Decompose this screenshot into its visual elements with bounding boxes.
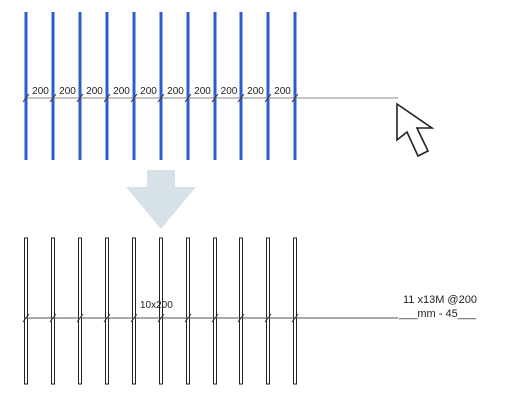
top-spacing-label-7: 200 [194, 86, 211, 97]
top-rebar-9 [239, 12, 243, 160]
bottom-rebar-11 [293, 237, 297, 385]
top-rebar-4 [105, 12, 109, 160]
top-rebar-8 [213, 12, 217, 160]
bottom-rebar-10 [266, 237, 270, 385]
top-dimension-labels: 200 200 200 200 200 200 200 200 200 200 [32, 86, 291, 97]
grouped-spacing-label: 10x200 [140, 300, 173, 311]
bottom-dimension-tick-11 [291, 313, 299, 323]
bottom-dimension-tick-9 [237, 313, 245, 323]
top-spacing-label-2: 200 [59, 86, 76, 97]
top-rebar-2 [51, 12, 55, 160]
bottom-rebar-3 [78, 237, 82, 385]
bottom-dimension-tick-2 [49, 313, 57, 323]
top-spacing-label-1: 200 [32, 86, 49, 97]
bottom-rebar-4 [105, 237, 109, 385]
bottom-dimension-tick-4 [103, 313, 111, 323]
top-dimension-tick-6 [157, 93, 165, 103]
top-dimension-tick-3 [76, 93, 84, 103]
top-spacing-label-4: 200 [113, 86, 130, 97]
bottom-dimension-tick-8 [211, 313, 219, 323]
top-spacing-label-9: 200 [247, 86, 264, 97]
bottom-rebar-7 [186, 237, 190, 385]
top-dimension-tick-11 [291, 93, 299, 103]
top-dimension-tick-8 [211, 93, 219, 103]
top-rebar-11 [293, 12, 297, 160]
bottom-dimension-tick-1 [22, 313, 30, 323]
top-rebar-3 [78, 12, 82, 160]
top-rebar-5 [132, 12, 136, 160]
top-rebar-7 [186, 12, 190, 160]
bottom-dimension-tick-10 [264, 313, 272, 323]
top-dimension-tick-4 [103, 93, 111, 103]
bottom-dimension-tick-7 [184, 313, 192, 323]
bottom-rebar-set [24, 237, 297, 385]
mouse-cursor-icon [396, 102, 435, 158]
top-spacing-label-8: 200 [221, 86, 238, 97]
down-arrow-icon [126, 170, 196, 229]
bottom-rebar-1 [24, 237, 28, 385]
top-rebar-6 [159, 12, 163, 160]
bottom-dimension-ticks [22, 313, 299, 323]
bottom-rebar-5 [132, 237, 136, 385]
top-dimension-ticks [22, 93, 299, 103]
top-rebar-set [24, 12, 297, 160]
top-spacing-label-10: 200 [274, 86, 291, 97]
bottom-rebar-6 [159, 237, 163, 385]
top-dimension-tick-5 [130, 93, 138, 103]
rebar-tag-line2: ___mm - 45___ [398, 308, 477, 320]
bottom-rebar-2 [51, 237, 55, 385]
bottom-dimension-tick-5 [130, 313, 138, 323]
top-spacing-label-6: 200 [167, 86, 184, 97]
top-dimension-tick-7 [184, 93, 192, 103]
top-dimension-tick-1 [22, 93, 30, 103]
bottom-rebar-8 [213, 237, 217, 385]
top-dimension-tick-2 [49, 93, 57, 103]
top-spacing-label-3: 200 [86, 86, 103, 97]
bottom-dimension-tick-6 [157, 313, 165, 323]
top-dimension-tick-10 [264, 93, 272, 103]
rebar-tag-line1: 11 x13M @200 [403, 294, 477, 306]
top-rebar-1 [24, 12, 28, 160]
top-spacing-label-5: 200 [140, 86, 157, 97]
top-dimension-tick-9 [237, 93, 245, 103]
bottom-rebar-9 [239, 237, 243, 385]
top-rebar-10 [266, 12, 270, 160]
bottom-dimension-tick-3 [76, 313, 84, 323]
